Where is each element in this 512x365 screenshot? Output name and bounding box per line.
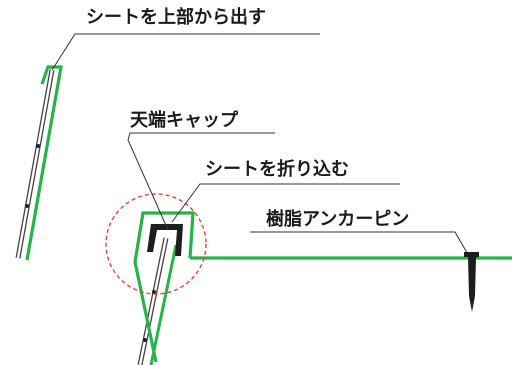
label-top-sheet: シートを上部から出す bbox=[86, 7, 266, 28]
resin-anchor-pin bbox=[464, 252, 479, 312]
right-fixing-point bbox=[143, 338, 147, 342]
label-fold-sheet: シートを折り込む bbox=[205, 159, 349, 180]
label-end-cap: 天端キャップ bbox=[130, 110, 238, 131]
leader-top-sheet bbox=[51, 33, 320, 71]
right-green-sheet bbox=[133, 211, 195, 363]
left-green-sheet bbox=[25, 65, 63, 261]
right-panel-assembly bbox=[133, 211, 512, 365]
right-fixing-point bbox=[152, 290, 156, 294]
label-resin-pin: 樹脂アンカーピン bbox=[266, 209, 410, 230]
left-panel-assembly bbox=[15, 65, 63, 261]
leader-end-cap bbox=[127, 132, 275, 231]
leader-fold-sheet bbox=[171, 183, 400, 223]
highlight-circle bbox=[105, 193, 207, 295]
left-fixing-point bbox=[36, 144, 40, 148]
leader-resin-pin bbox=[250, 231, 471, 259]
end-cap bbox=[147, 224, 183, 256]
left-fixing-point bbox=[25, 204, 29, 208]
